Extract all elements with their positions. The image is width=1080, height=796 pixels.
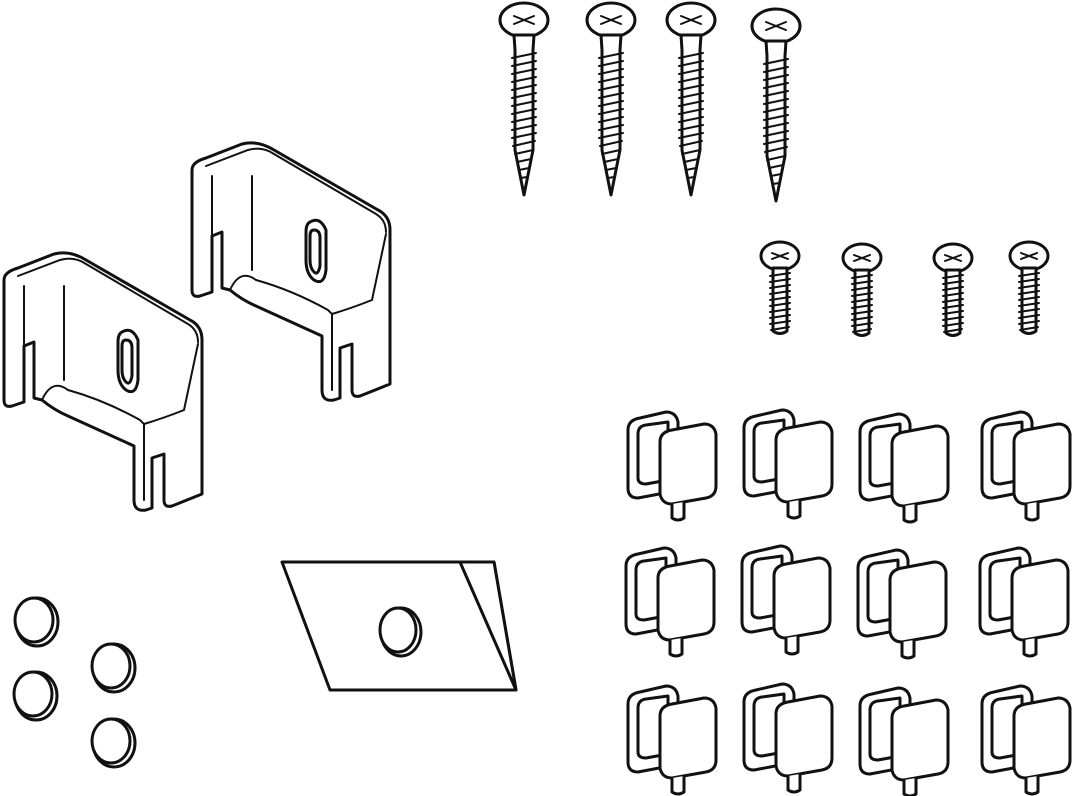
machine-screw-icon [932,242,974,337]
wood-screw-icon [585,1,637,197]
u-bracket-icon [2,251,204,512]
bumper-pad-icon [90,642,137,694]
wood-screw-icon [750,7,802,203]
shelf-clip-icon [978,546,1070,658]
bumper-pad-icon [378,606,423,658]
bumper-pad-icon [13,596,60,648]
shelf-clip-icon [626,684,718,796]
machine-screw-icon [1008,240,1050,335]
shelf-clip-icon [626,410,718,522]
u-bracket-icon [190,141,392,402]
wood-screw-icon [498,1,550,197]
shelf-clip-icon [742,408,834,520]
shelf-clip-icon [980,410,1072,522]
shelf-clip-icon [742,682,834,794]
machine-screw-icon [841,242,883,337]
shelf-clip-icon [740,544,832,656]
bumper-pad-icon [90,717,137,769]
pad-sheet-icon [280,560,518,692]
bumper-pad-icon [12,670,59,722]
wood-screw-icon [665,1,717,197]
machine-screw-icon [759,240,801,335]
shelf-clip-icon [856,548,948,660]
shelf-clip-icon [624,546,716,658]
shelf-clip-icon [858,686,950,796]
shelf-clip-icon [980,684,1072,796]
shelf-clip-icon [858,412,950,524]
